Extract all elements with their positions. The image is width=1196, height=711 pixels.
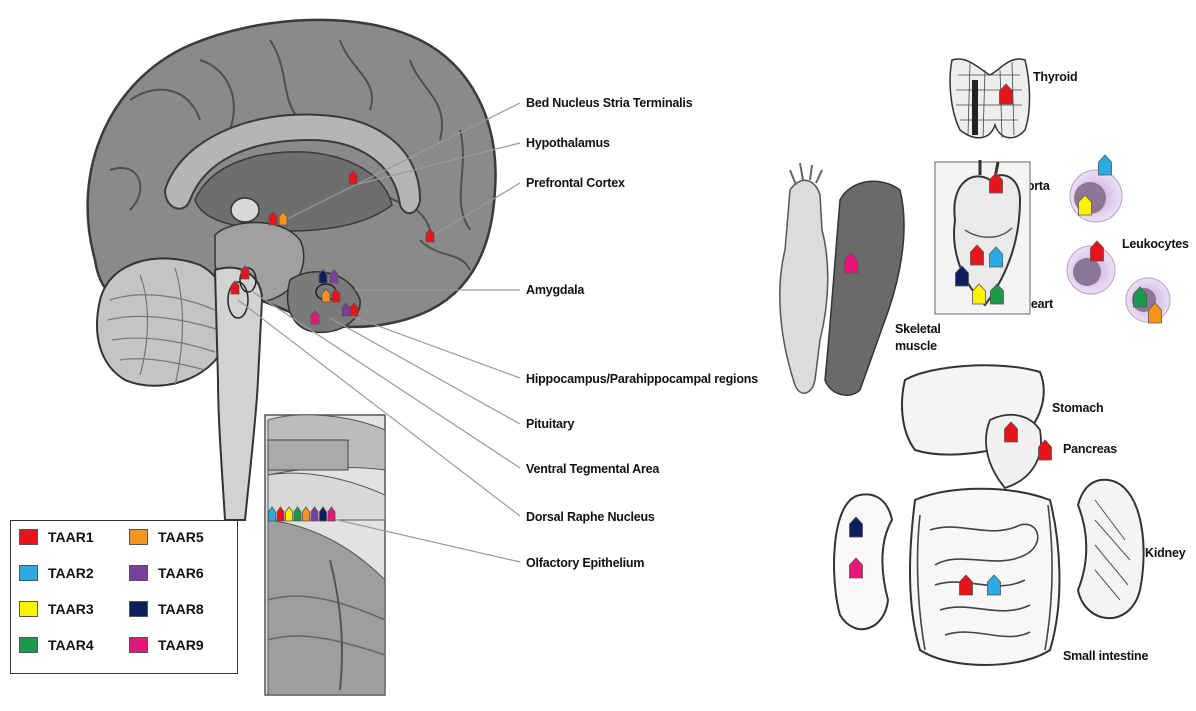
label-bed-nucleus-stria-terminalis: Bed Nucleus Stria Terminalis <box>526 96 692 110</box>
digestive-illustration <box>902 365 1059 665</box>
label-muscle: muscle <box>895 339 937 353</box>
label-ventral-tegmental-area: Ventral Tegmental Area <box>526 462 659 476</box>
legend-swatch-taar5 <box>129 529 148 545</box>
label-pancreas: Pancreas <box>1063 442 1117 456</box>
legend-swatch-taar9 <box>129 637 148 653</box>
label-thyroid: Thyroid <box>1033 70 1077 84</box>
legend-item-taar2: TAAR2 <box>19 565 94 581</box>
label-hypothalamus: Hypothalamus <box>526 136 610 150</box>
legend-item-taar9: TAAR9 <box>129 637 204 653</box>
legend-swatch-taar1 <box>19 529 38 545</box>
label-olfactory-epithelium: Olfactory Epithelium <box>526 556 644 570</box>
label-leukocytes: Leukocytes <box>1122 237 1189 251</box>
legend-item-taar4: TAAR4 <box>19 637 94 653</box>
label-kidney: Kidney <box>1145 546 1185 560</box>
label-dorsal-raphe-nucleus: Dorsal Raphe Nucleus <box>526 510 655 524</box>
legend-item-taar8: TAAR8 <box>129 601 204 617</box>
legend-swatch-taar8 <box>129 601 148 617</box>
legend-swatch-taar2 <box>19 565 38 581</box>
legend-item-taar3: TAAR3 <box>19 601 94 617</box>
legend-swatch-taar6 <box>129 565 148 581</box>
legend-item-taar6: TAAR6 <box>129 565 204 581</box>
legend-swatch-taar4 <box>19 637 38 653</box>
label-prefrontal-cortex: Prefrontal Cortex <box>526 176 625 190</box>
legend-item-taar5: TAAR5 <box>129 529 204 545</box>
label-amygdala: Amygdala <box>526 283 584 297</box>
legend-swatch-taar3 <box>19 601 38 617</box>
label-stomach: Stomach <box>1052 401 1103 415</box>
label-skeletal: Skeletal <box>895 322 941 336</box>
label-pituitary: Pituitary <box>526 417 574 431</box>
label-hippocampus: Hippocampus/Parahippocampal regions <box>526 372 758 386</box>
legend-item-taar1: TAAR1 <box>19 529 94 545</box>
label-small-intestine: Small intestine <box>1063 649 1148 663</box>
legend: TAAR1 TAAR2 TAAR3 TAAR4 TAAR5 TAAR6 TAAR… <box>10 520 238 674</box>
